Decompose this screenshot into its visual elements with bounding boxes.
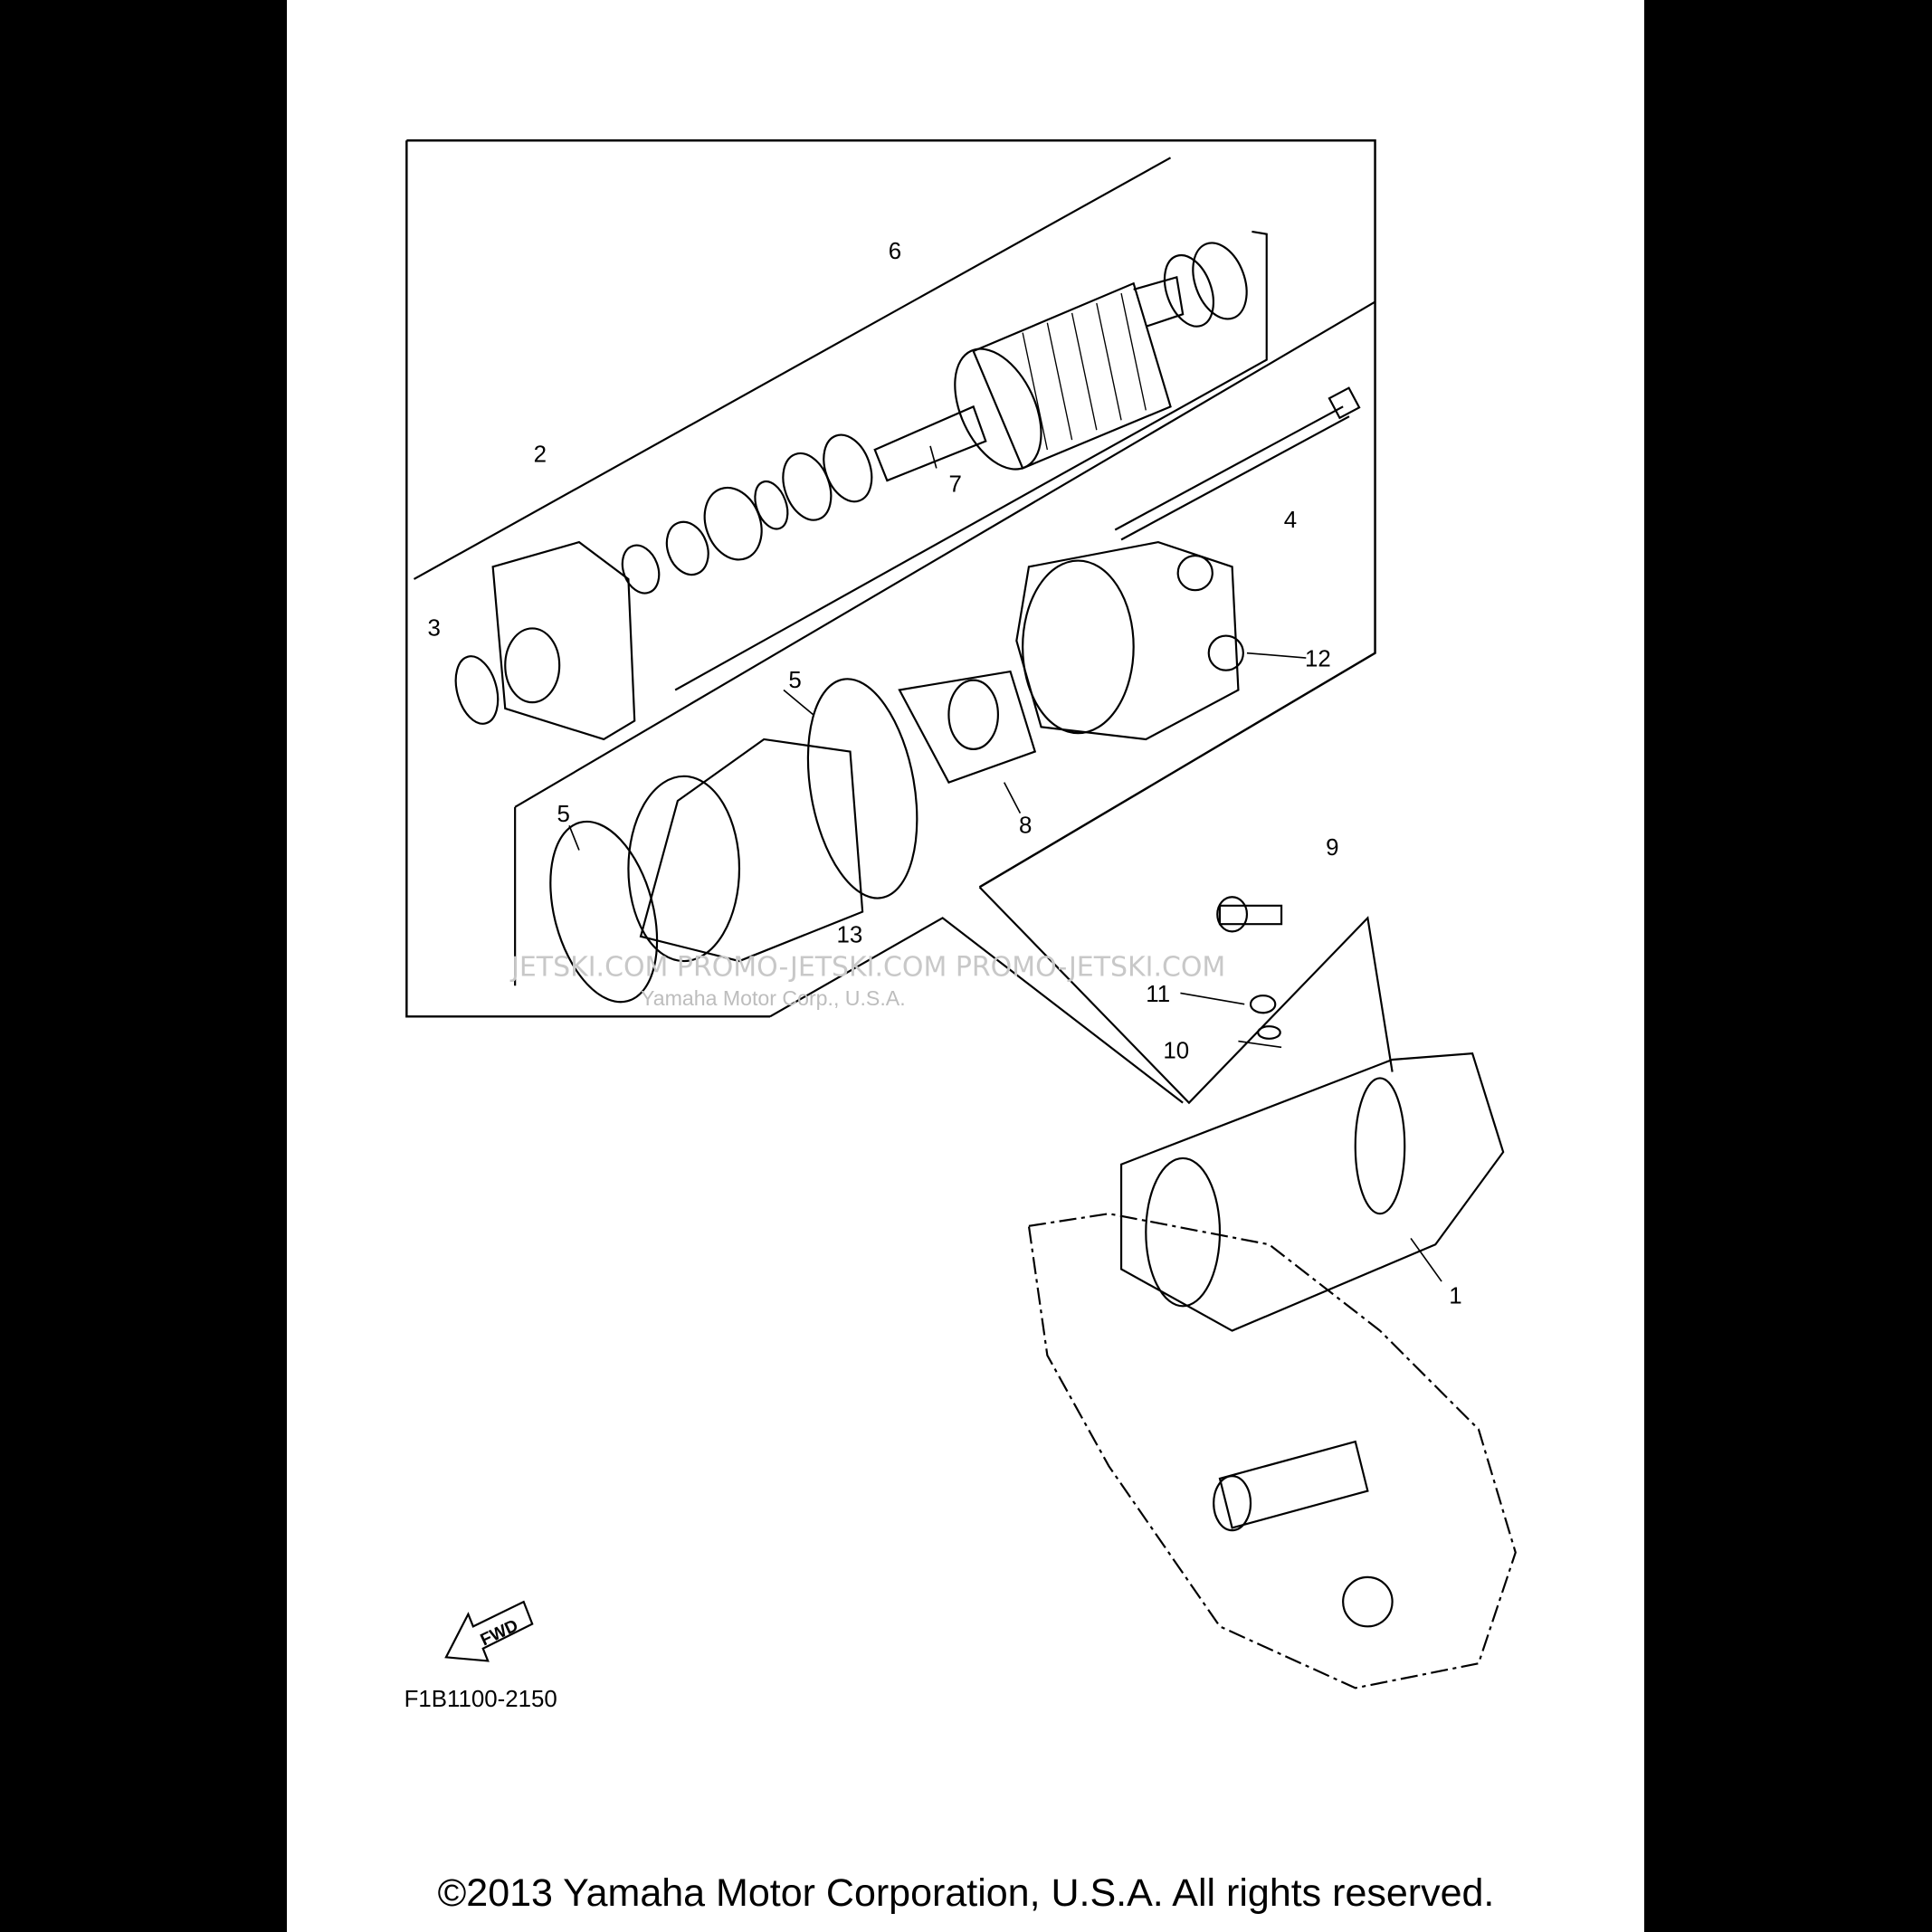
page-sheet (287, 0, 1644, 1932)
copyright-notice: ©2013 Yamaha Motor Corporation, U.S.A. A… (437, 1871, 1495, 1915)
callout-6: 6 (889, 239, 901, 264)
frame-divider (413, 157, 1376, 986)
callout-2: 2 (534, 443, 547, 468)
fwd-arrow-icon: FWD (444, 1600, 534, 1662)
callout-5b: 5 (557, 802, 569, 827)
callout-8: 8 (1019, 813, 1032, 838)
assembled-starter-motor (1119, 1052, 1505, 1332)
callout-4: 4 (1284, 508, 1297, 533)
callout-10: 10 (1163, 1039, 1189, 1064)
callout-3: 3 (427, 616, 440, 642)
washer (1192, 242, 1248, 320)
leader-lines (769, 886, 1394, 1105)
subassembly-frame (405, 138, 1376, 1018)
watermark-overlay: Yamaha Motor Corp., U.S.A. (641, 986, 906, 1010)
callout-11: 11 (1146, 982, 1170, 1007)
callout-7: 7 (948, 471, 961, 497)
engine-case (1027, 1213, 1517, 1689)
armature (873, 275, 1185, 482)
callout-9: 9 (1326, 835, 1338, 861)
callout-12: 12 (1305, 647, 1331, 672)
watermark: JETSKI.COM PROMO-JETSKI.COM PROMO-JETSKI… (509, 951, 1225, 983)
front-cover (491, 540, 636, 741)
rear-cover (1015, 540, 1240, 741)
through-bolt (1114, 405, 1350, 541)
figure-code: F1B1100-2150 (404, 1687, 557, 1712)
washer (1163, 253, 1214, 328)
yoke (639, 738, 864, 963)
callout-13: 13 (837, 923, 863, 948)
callout-1: 1 (1449, 1284, 1461, 1309)
callout-5a: 5 (788, 668, 801, 693)
brush-holder (898, 670, 1037, 784)
